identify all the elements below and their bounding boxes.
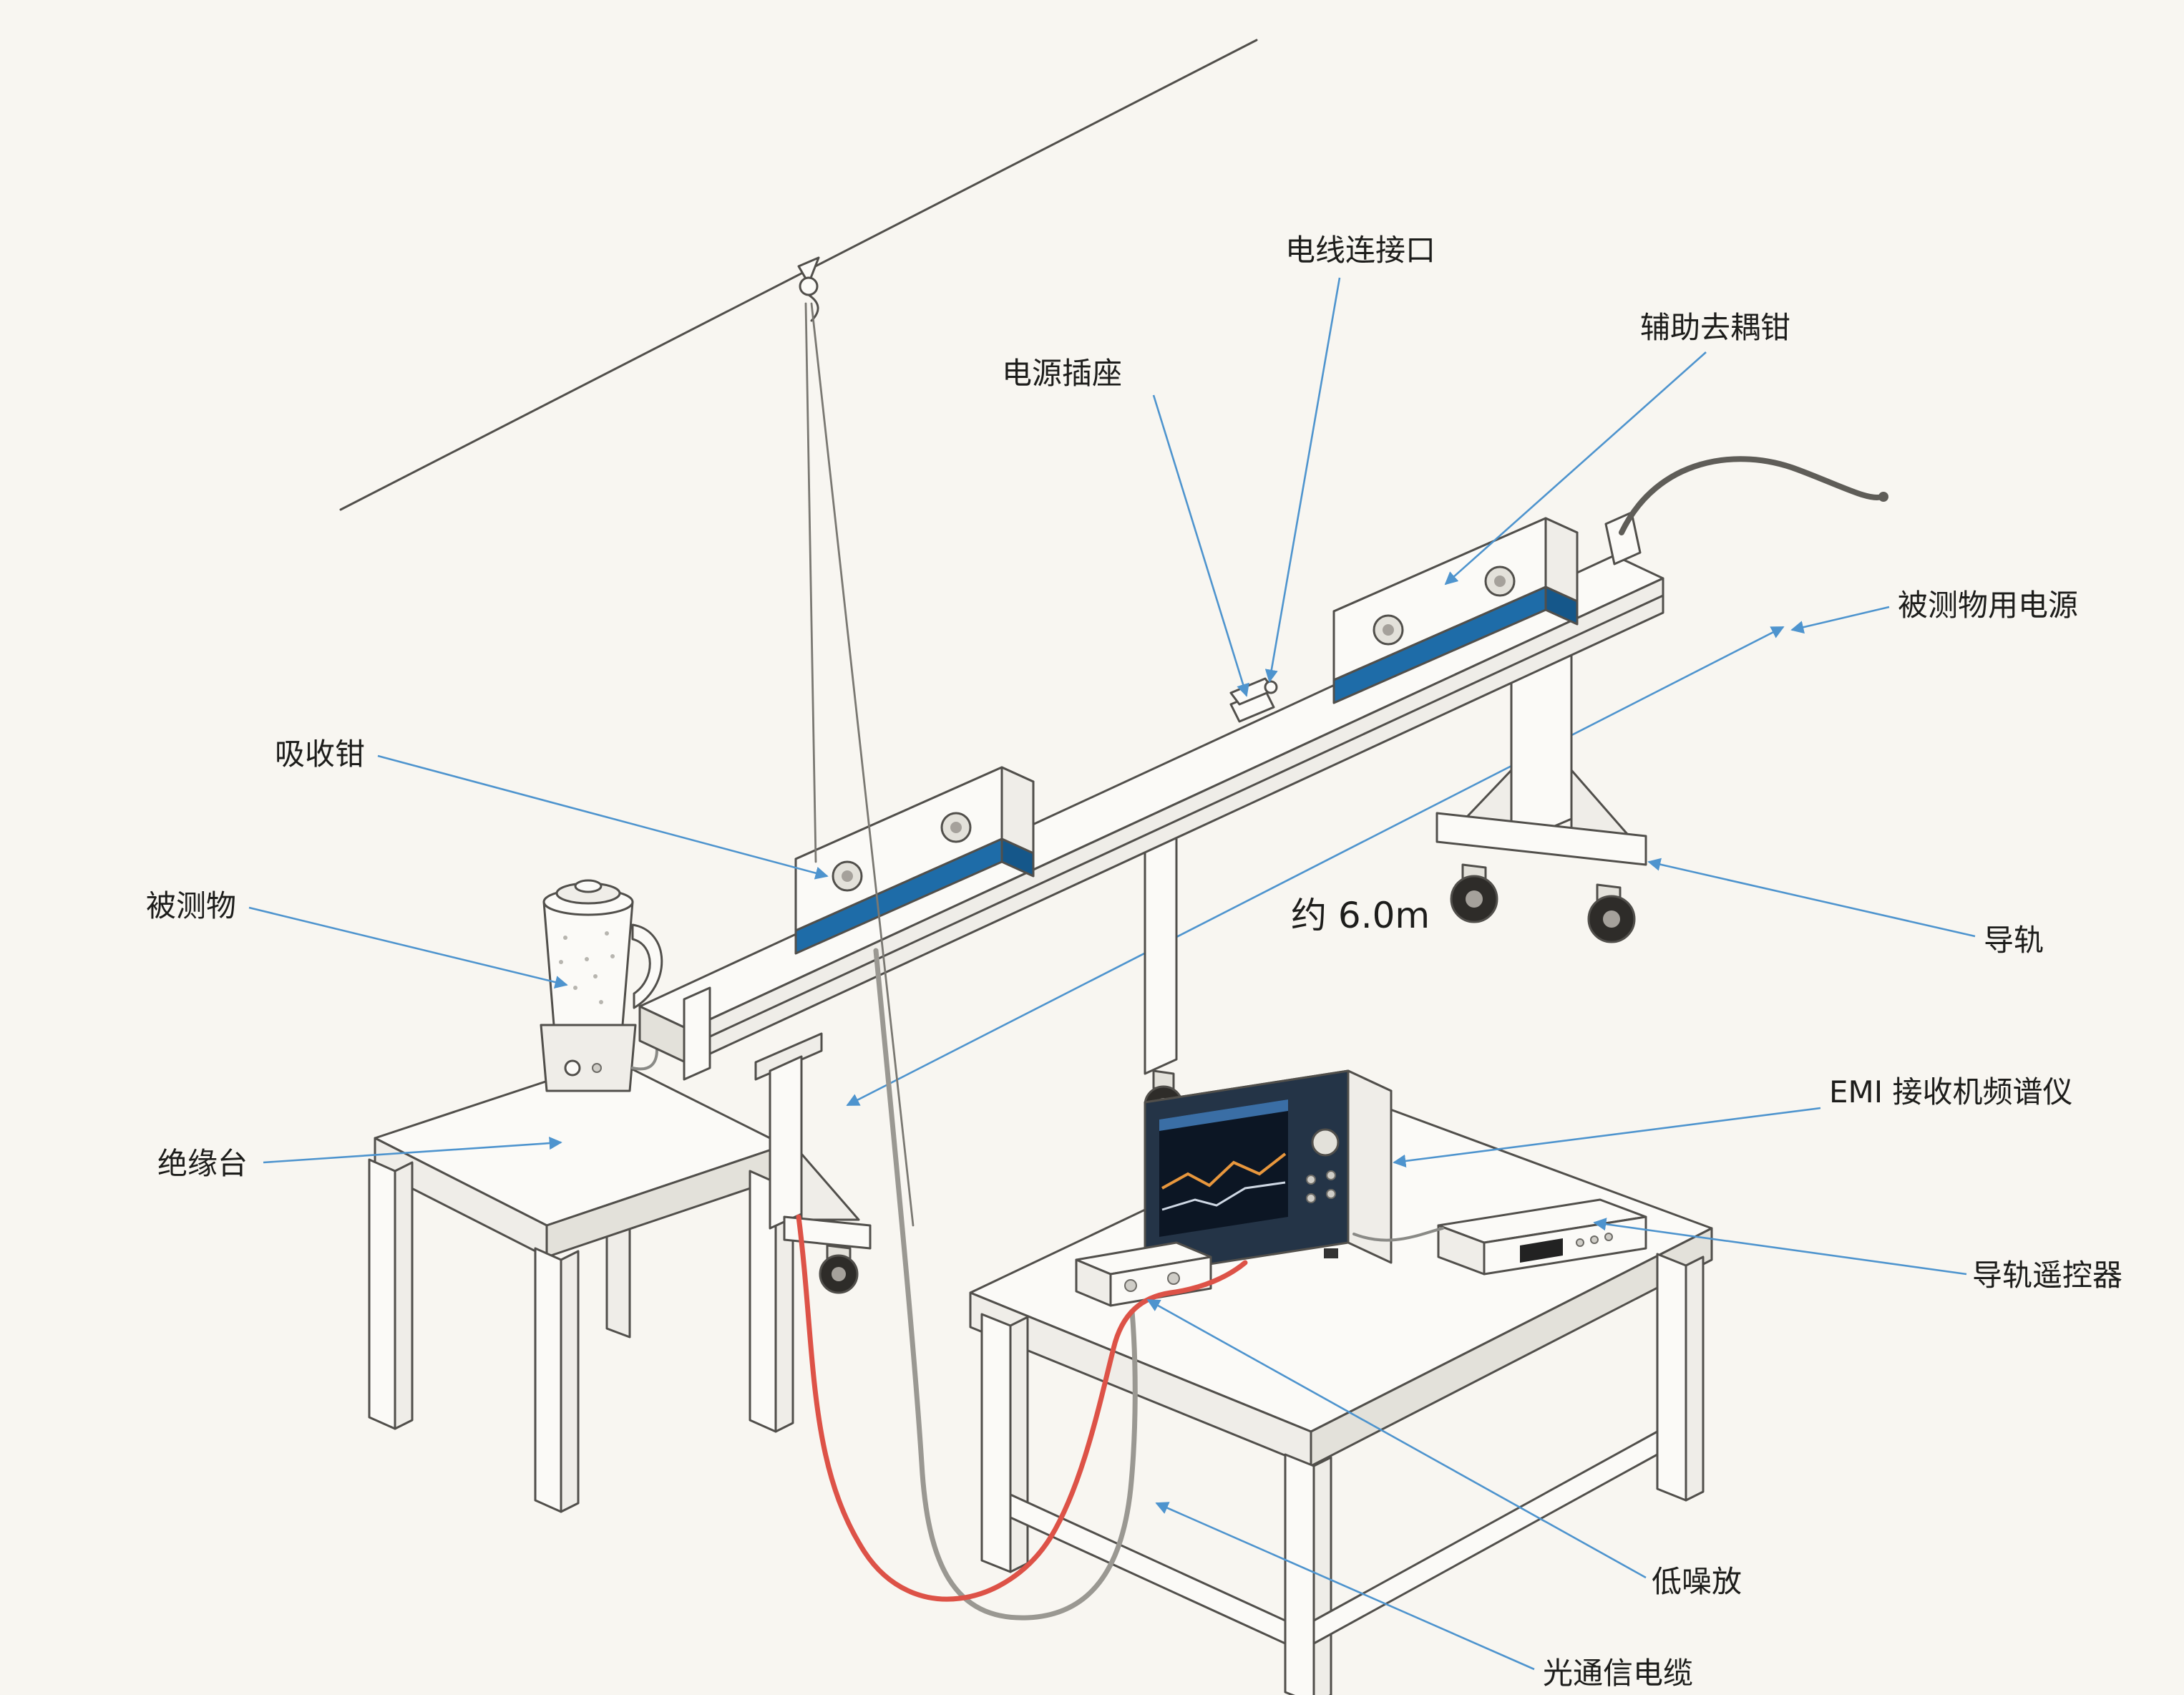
aux-decoupling-clamp [1332,517,1579,704]
label-insulated-table: 绝缘台 [157,1146,248,1181]
hoist-ropes [804,302,915,1227]
analyzer-knob [1311,1128,1340,1157]
ceiling-line [339,39,1258,511]
absorbing-clamp [794,766,1035,955]
label-optical-cable: 光通信电缆 [1543,1656,1693,1691]
label-rail-remote: 导轨遥控器 [1972,1258,2122,1293]
lna-connector [1124,1279,1137,1292]
rail-remote-controller [1437,1198,1647,1276]
red-cable [796,1214,1248,1602]
leader-lines [248,277,1976,1671]
table-stretcher-right [1312,1430,1659,1645]
label-aux-decoupling-clamp: 辅助去耦钳 [1640,310,1790,345]
optical-and-signal-cables [796,948,1444,1621]
rail-left-stand [754,1032,872,1294]
blender-dut [540,879,663,1092]
wire-connector [1264,680,1278,694]
label-dut: 被测物 [146,888,236,923]
table-stretcher-left [1009,1493,1287,1645]
dut-power-cable [1619,456,1888,535]
label-dimension-6m: 约 6.0m [1291,895,1430,936]
analyzer-screen [1159,1099,1288,1237]
optical-communication-cable [873,948,1138,1621]
instrument-table [969,1101,1713,1695]
rail-beam [638,511,1664,1081]
label-emi-receiver: EMI 接收机频谱仪 [1829,1074,2073,1109]
insulated-table [368,1058,794,1513]
labels: 电线连接口 电源插座 辅助去耦钳 被测物用电源 吸收钳 被测物 约 6.0m 导… [146,233,2122,1691]
remote-display [1520,1238,1563,1263]
dimension-line-6m [846,626,1785,1107]
label-dut-power: 被测物用电源 [1898,588,2078,623]
screen-trace [1161,1152,1287,1190]
label-power-socket: 电源插座 [1002,356,1122,391]
label-lna: 低噪放 [1652,1564,1742,1599]
label-wire-port: 电线连接口 [1285,233,1435,268]
remote-link-cable [1352,1227,1444,1242]
label-rail: 导轨 [1984,923,2044,958]
label-absorbing-clamp: 吸收钳 [275,737,365,772]
lna-box [1075,1241,1212,1307]
lna-connector [1167,1272,1180,1285]
emi-receiver-analyzer [1144,1069,1393,1284]
